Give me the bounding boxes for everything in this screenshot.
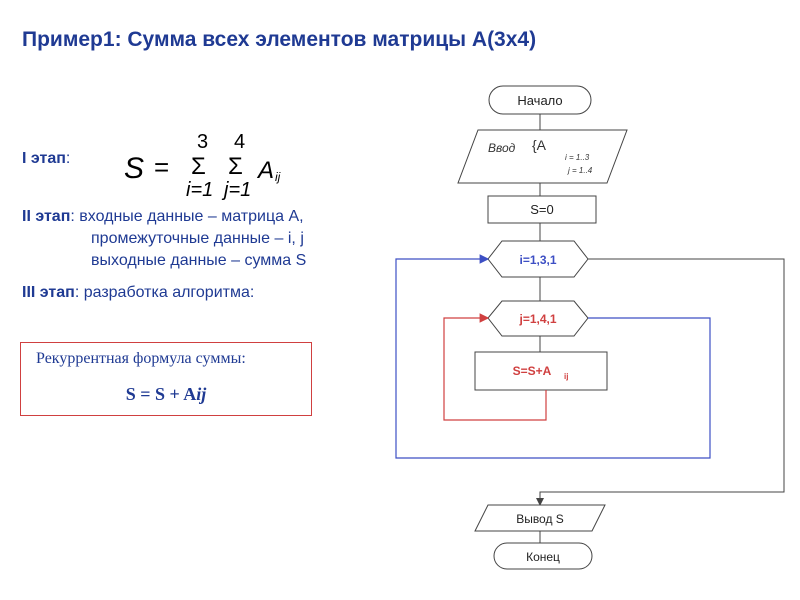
stage3-text: : разработка алгоритма: xyxy=(74,284,255,301)
formula-lower-j: j=1 xyxy=(221,179,251,201)
init-label: S=0 xyxy=(530,202,554,217)
body-label-sub: ij xyxy=(564,372,568,381)
formula-upper-i: 3 xyxy=(197,131,208,153)
formula-upper-j: 4 xyxy=(234,131,245,153)
recurrent-expr-idx: ij xyxy=(196,384,207,404)
loop-j-label: j=1,4,1 xyxy=(518,312,556,326)
body-block xyxy=(474,351,608,391)
formula-sigma-i: Σ xyxy=(191,153,206,180)
sum-formula: S = 3 4 Σ Σ i=1 j=1 A ij xyxy=(124,131,281,201)
loop-i-label: i=1,3,1 xyxy=(519,253,556,267)
recurrent-expression: S = S + Aij xyxy=(20,384,312,405)
input-parallelogram xyxy=(457,129,628,184)
stage2-line2: промежуточные данные – i, j xyxy=(91,230,304,247)
input-set: {A xyxy=(532,137,547,153)
recurrent-formula-box xyxy=(20,342,312,416)
stage2-line3: выходные данные – сумма S xyxy=(91,252,307,269)
init-block xyxy=(487,195,597,224)
formula-lower-i: i=1 xyxy=(186,179,213,201)
outer-loop-exit xyxy=(536,258,785,506)
formula-term: A xyxy=(256,157,274,184)
formula-term-sub: ij xyxy=(275,170,281,184)
page-title: Пример1: Сумма всех элементов матрицы А(… xyxy=(22,28,536,52)
input-word: Ввод xyxy=(488,141,516,155)
formula-eq: = xyxy=(154,152,169,182)
output-parallelogram xyxy=(474,504,606,532)
stage2-line1: II этап: входные данные – матрица А, xyxy=(22,208,304,226)
end-terminal xyxy=(493,542,593,570)
stage1-line: I этап: xyxy=(22,150,70,168)
recurrent-caption: Рекуррентная формула суммы: xyxy=(36,350,246,367)
output-label: Вывод S xyxy=(516,512,564,526)
stage3-label: III этап xyxy=(22,284,75,301)
input-index-i: i = 1..3 xyxy=(565,153,590,162)
stage2-label: II этап xyxy=(22,208,71,225)
outer-loop-return xyxy=(395,254,711,459)
title-rest: : Сумма всех элементов матрицы А(3х4) xyxy=(114,28,537,51)
stage1-label: I этап xyxy=(22,150,66,167)
recurrent-expr-main: S = S + A xyxy=(125,384,197,404)
stage3-line: III этап: разработка алгоритма: xyxy=(22,284,254,302)
title-prefix: Пример1 xyxy=(22,28,115,51)
stage2-text1: : входные данные – матрица А, xyxy=(70,208,304,225)
inner-loop-return xyxy=(443,313,547,421)
formula-lhs: S xyxy=(124,152,144,185)
formula-sigma-j: Σ xyxy=(228,153,243,180)
end-label: Конец xyxy=(526,550,560,564)
input-index-j: j = 1..4 xyxy=(567,166,593,175)
body-label: S=S+A xyxy=(513,364,552,378)
start-label: Начало xyxy=(517,93,562,108)
stage1-colon: : xyxy=(65,150,71,167)
